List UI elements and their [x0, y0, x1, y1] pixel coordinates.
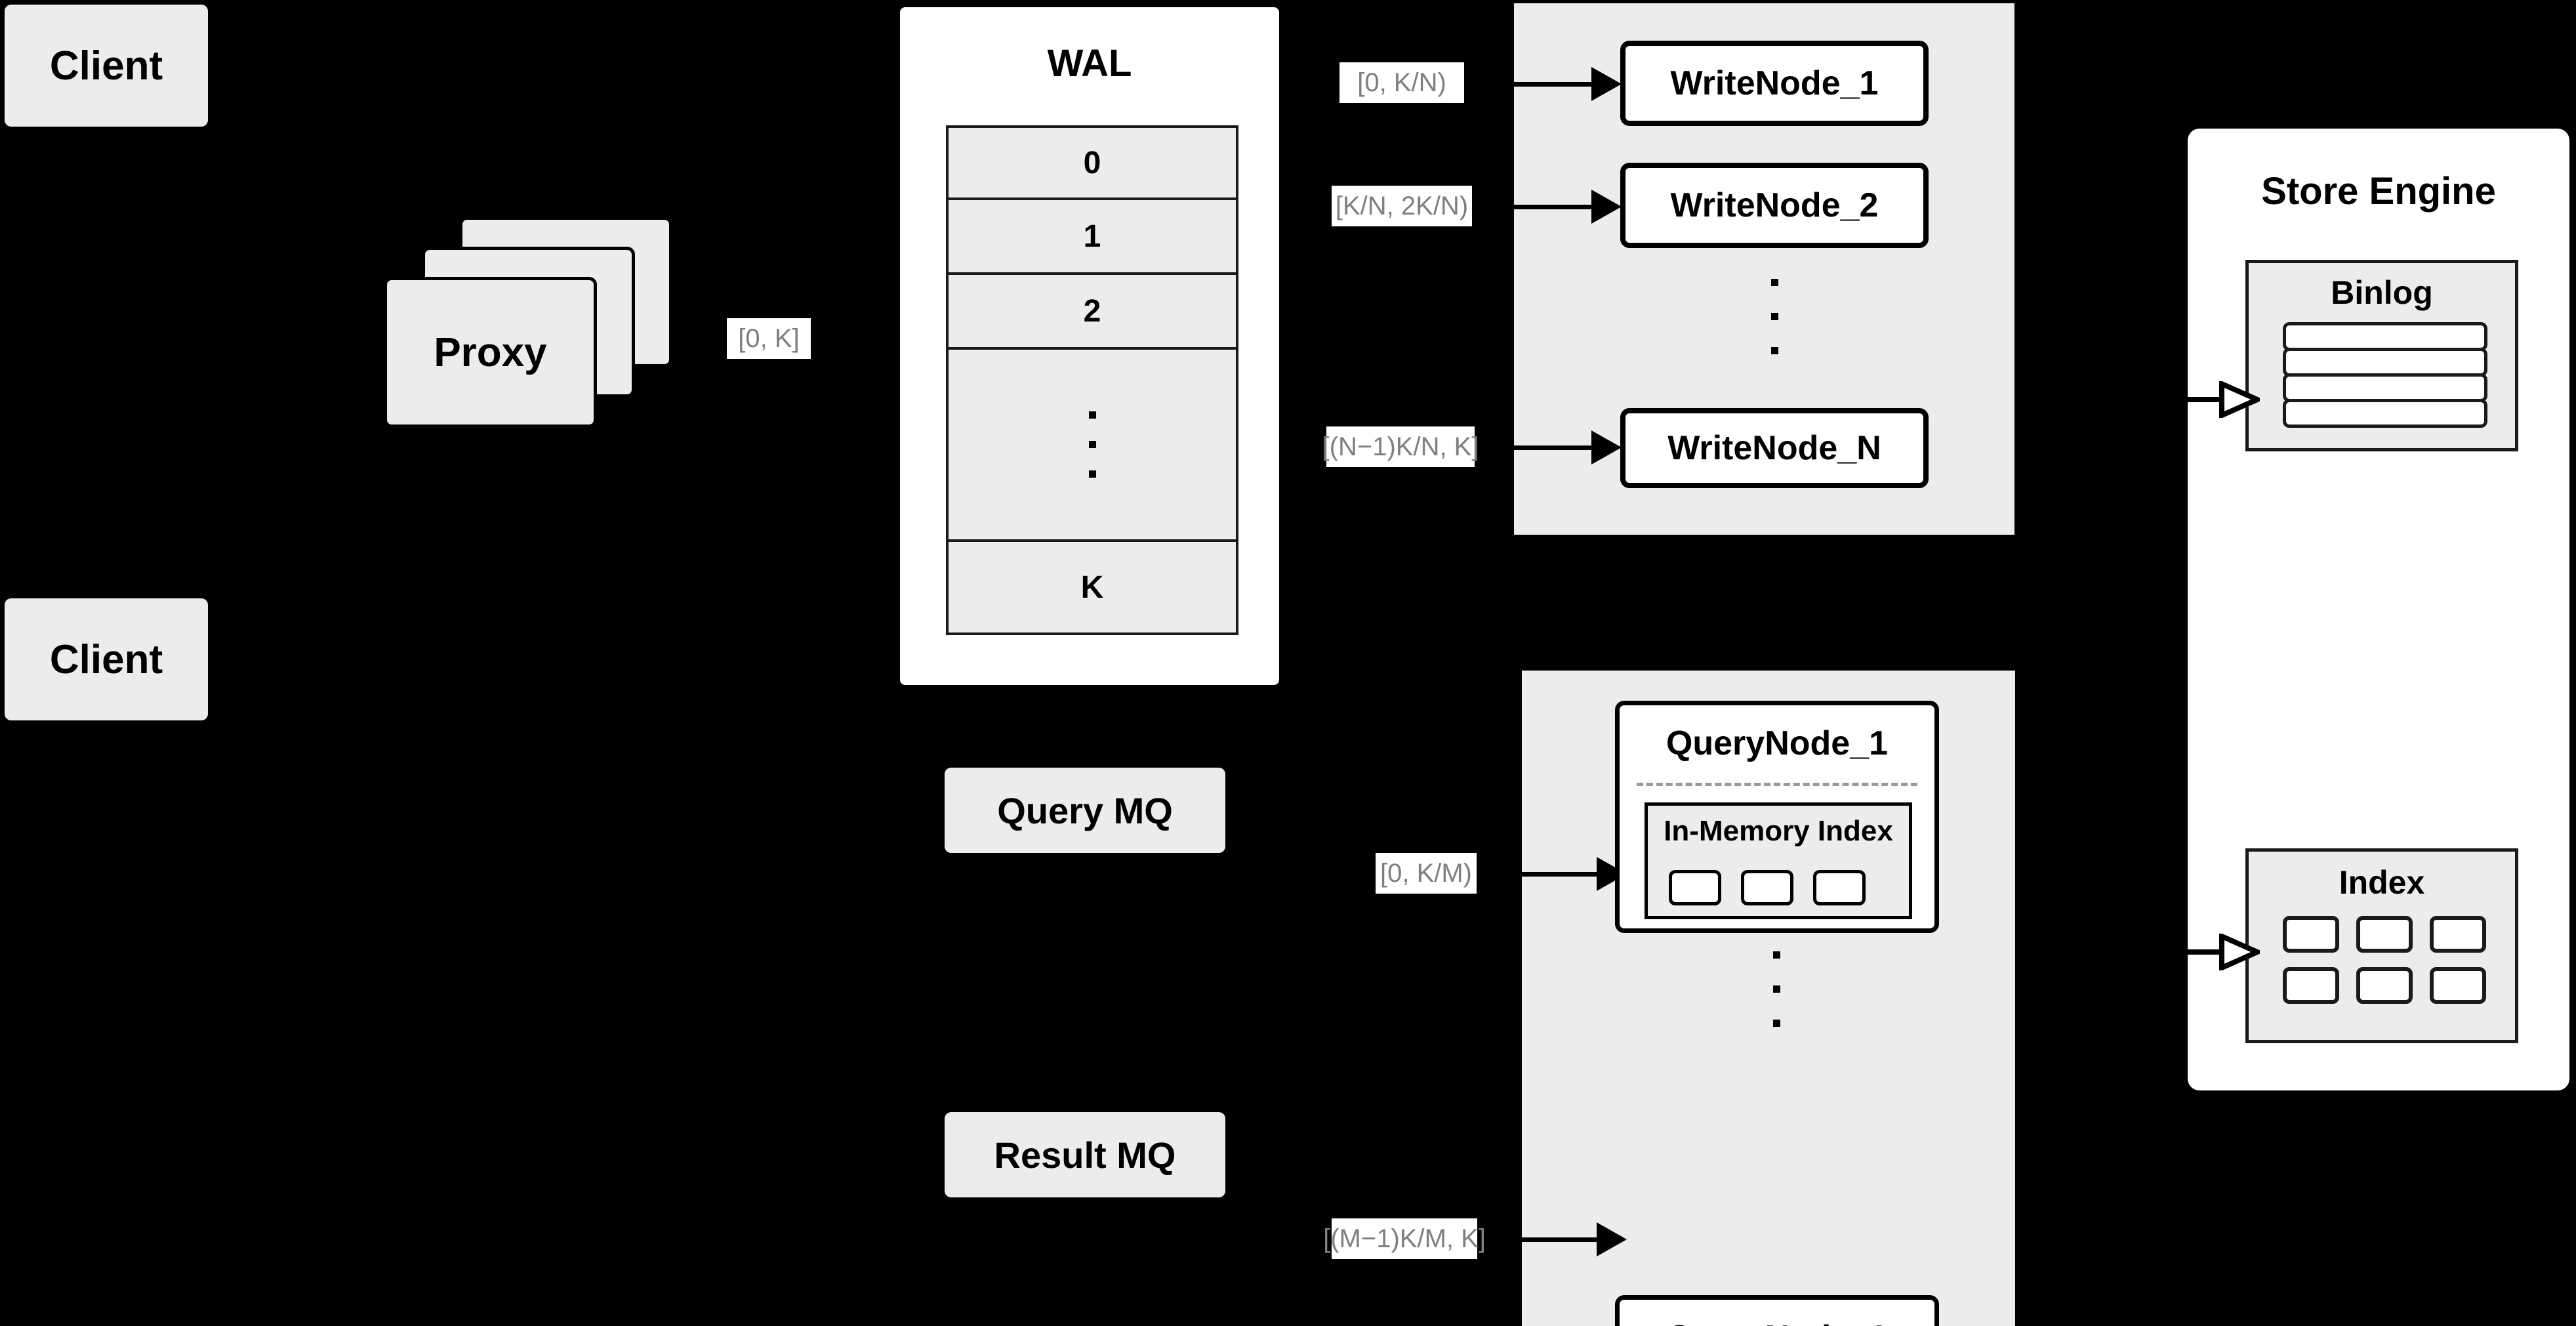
proxy-card-front[interactable]: Proxy [384, 277, 597, 428]
ellipsis-dot [1772, 951, 1780, 959]
index-cell[interactable] [2283, 967, 2339, 1004]
query-arrow-m [1522, 1222, 1627, 1256]
ellipsis-dot [1088, 411, 1096, 419]
client-box-1[interactable]: Client [5, 5, 208, 127]
index-box: Index [2245, 848, 2518, 1043]
in-memory-index-box: In-Memory Index [1645, 802, 1912, 919]
binlog-row[interactable] [2283, 348, 2487, 377]
binlog-title: Binlog [2331, 274, 2433, 311]
client-box-2[interactable]: Client [5, 598, 208, 720]
binlog-row[interactable] [2283, 373, 2487, 402]
index-cell[interactable] [2356, 967, 2413, 1004]
ellipsis-dot [1770, 313, 1778, 320]
query-range-label-1: [0, K/M) [1376, 853, 1477, 894]
open-arrow-head-icon [2219, 934, 2260, 970]
wal-panel: WAL 0 1 2 K [896, 3, 1283, 689]
binlog-row[interactable] [2283, 399, 2487, 428]
index-cell[interactable] [2430, 967, 2486, 1004]
ellipsis-dot [1088, 470, 1096, 478]
query-node-title: QueryNode_1 [1620, 1318, 1934, 1326]
query-node-ellipsis [1769, 951, 1784, 1027]
index-cell[interactable] [2356, 916, 2413, 953]
index-cell[interactable] [1669, 870, 1721, 905]
query-range-label-m: [(M−1)K/M, K] [1323, 1218, 1486, 1259]
write-arrow-n [1514, 430, 1622, 465]
binlog-inbound-arrow [2188, 376, 2260, 422]
ellipsis-dot [1770, 347, 1778, 354]
query-node-title: QueryNode_1 [1666, 724, 1889, 762]
wal-row[interactable]: 1 [949, 200, 1236, 275]
write-range-label-1: [0, K/N) [1339, 62, 1464, 103]
index-cell[interactable] [2283, 916, 2339, 953]
write-node-n[interactable]: WriteNode_N [1620, 408, 1929, 488]
query-arrow-1 [1522, 857, 1627, 891]
index-cell[interactable] [1741, 870, 1793, 905]
client-label: Client [49, 43, 163, 89]
query-node-1[interactable]: QueryNode_1 In-Memory Index [1615, 701, 1939, 933]
ellipsis-dot [1772, 1020, 1780, 1027]
wal-title: WAL [1047, 42, 1132, 85]
wal-row[interactable]: K [949, 542, 1236, 632]
index-cell[interactable] [2430, 916, 2486, 953]
wal-table: 0 1 2 K [946, 125, 1238, 635]
write-range-label-n: [(N−1)K/N, K] [1322, 426, 1479, 467]
binlog-row[interactable] [2283, 322, 2487, 351]
index-cell[interactable] [1813, 870, 1866, 905]
wal-row[interactable]: 0 [949, 128, 1236, 200]
wal-row[interactable]: 2 [949, 275, 1236, 350]
open-arrow-head-icon [2219, 381, 2260, 418]
index-inbound-arrow [2188, 928, 2260, 974]
query-node-m[interactable]: QueryNode_1 In-Memory Index [1615, 1295, 1939, 1326]
write-node-ellipsis [1767, 279, 1782, 354]
store-engine-title: Store Engine [2261, 170, 2496, 213]
ellipsis-dot [1772, 985, 1780, 993]
proxy-range-label: [0, K] [727, 318, 811, 359]
in-memory-index-title: In-Memory Index [1664, 815, 1893, 847]
store-engine-panel: Store Engine Binlog Index [2188, 129, 2569, 1090]
index-title: Index [2339, 864, 2425, 901]
write-range-label-2: [K/N, 2K/N) [1332, 186, 1472, 226]
client-label: Client [49, 636, 163, 682]
ellipsis-dot [1770, 279, 1778, 286]
wal-row-ellipsis [949, 350, 1236, 542]
query-node-divider [1637, 783, 1917, 786]
proxy-stack[interactable]: Proxy [384, 217, 672, 428]
write-node-1[interactable]: WriteNode_1 [1620, 41, 1929, 126]
write-node-2[interactable]: WriteNode_2 [1620, 163, 1929, 248]
ellipsis-dot [1088, 441, 1096, 448]
result-mq-box[interactable]: Result MQ [945, 1112, 1225, 1197]
write-arrow-1 [1514, 67, 1622, 101]
proxy-label: Proxy [434, 329, 547, 375]
query-mq-box[interactable]: Query MQ [945, 768, 1225, 853]
write-arrow-2 [1514, 190, 1622, 224]
binlog-box: Binlog [2245, 260, 2518, 451]
